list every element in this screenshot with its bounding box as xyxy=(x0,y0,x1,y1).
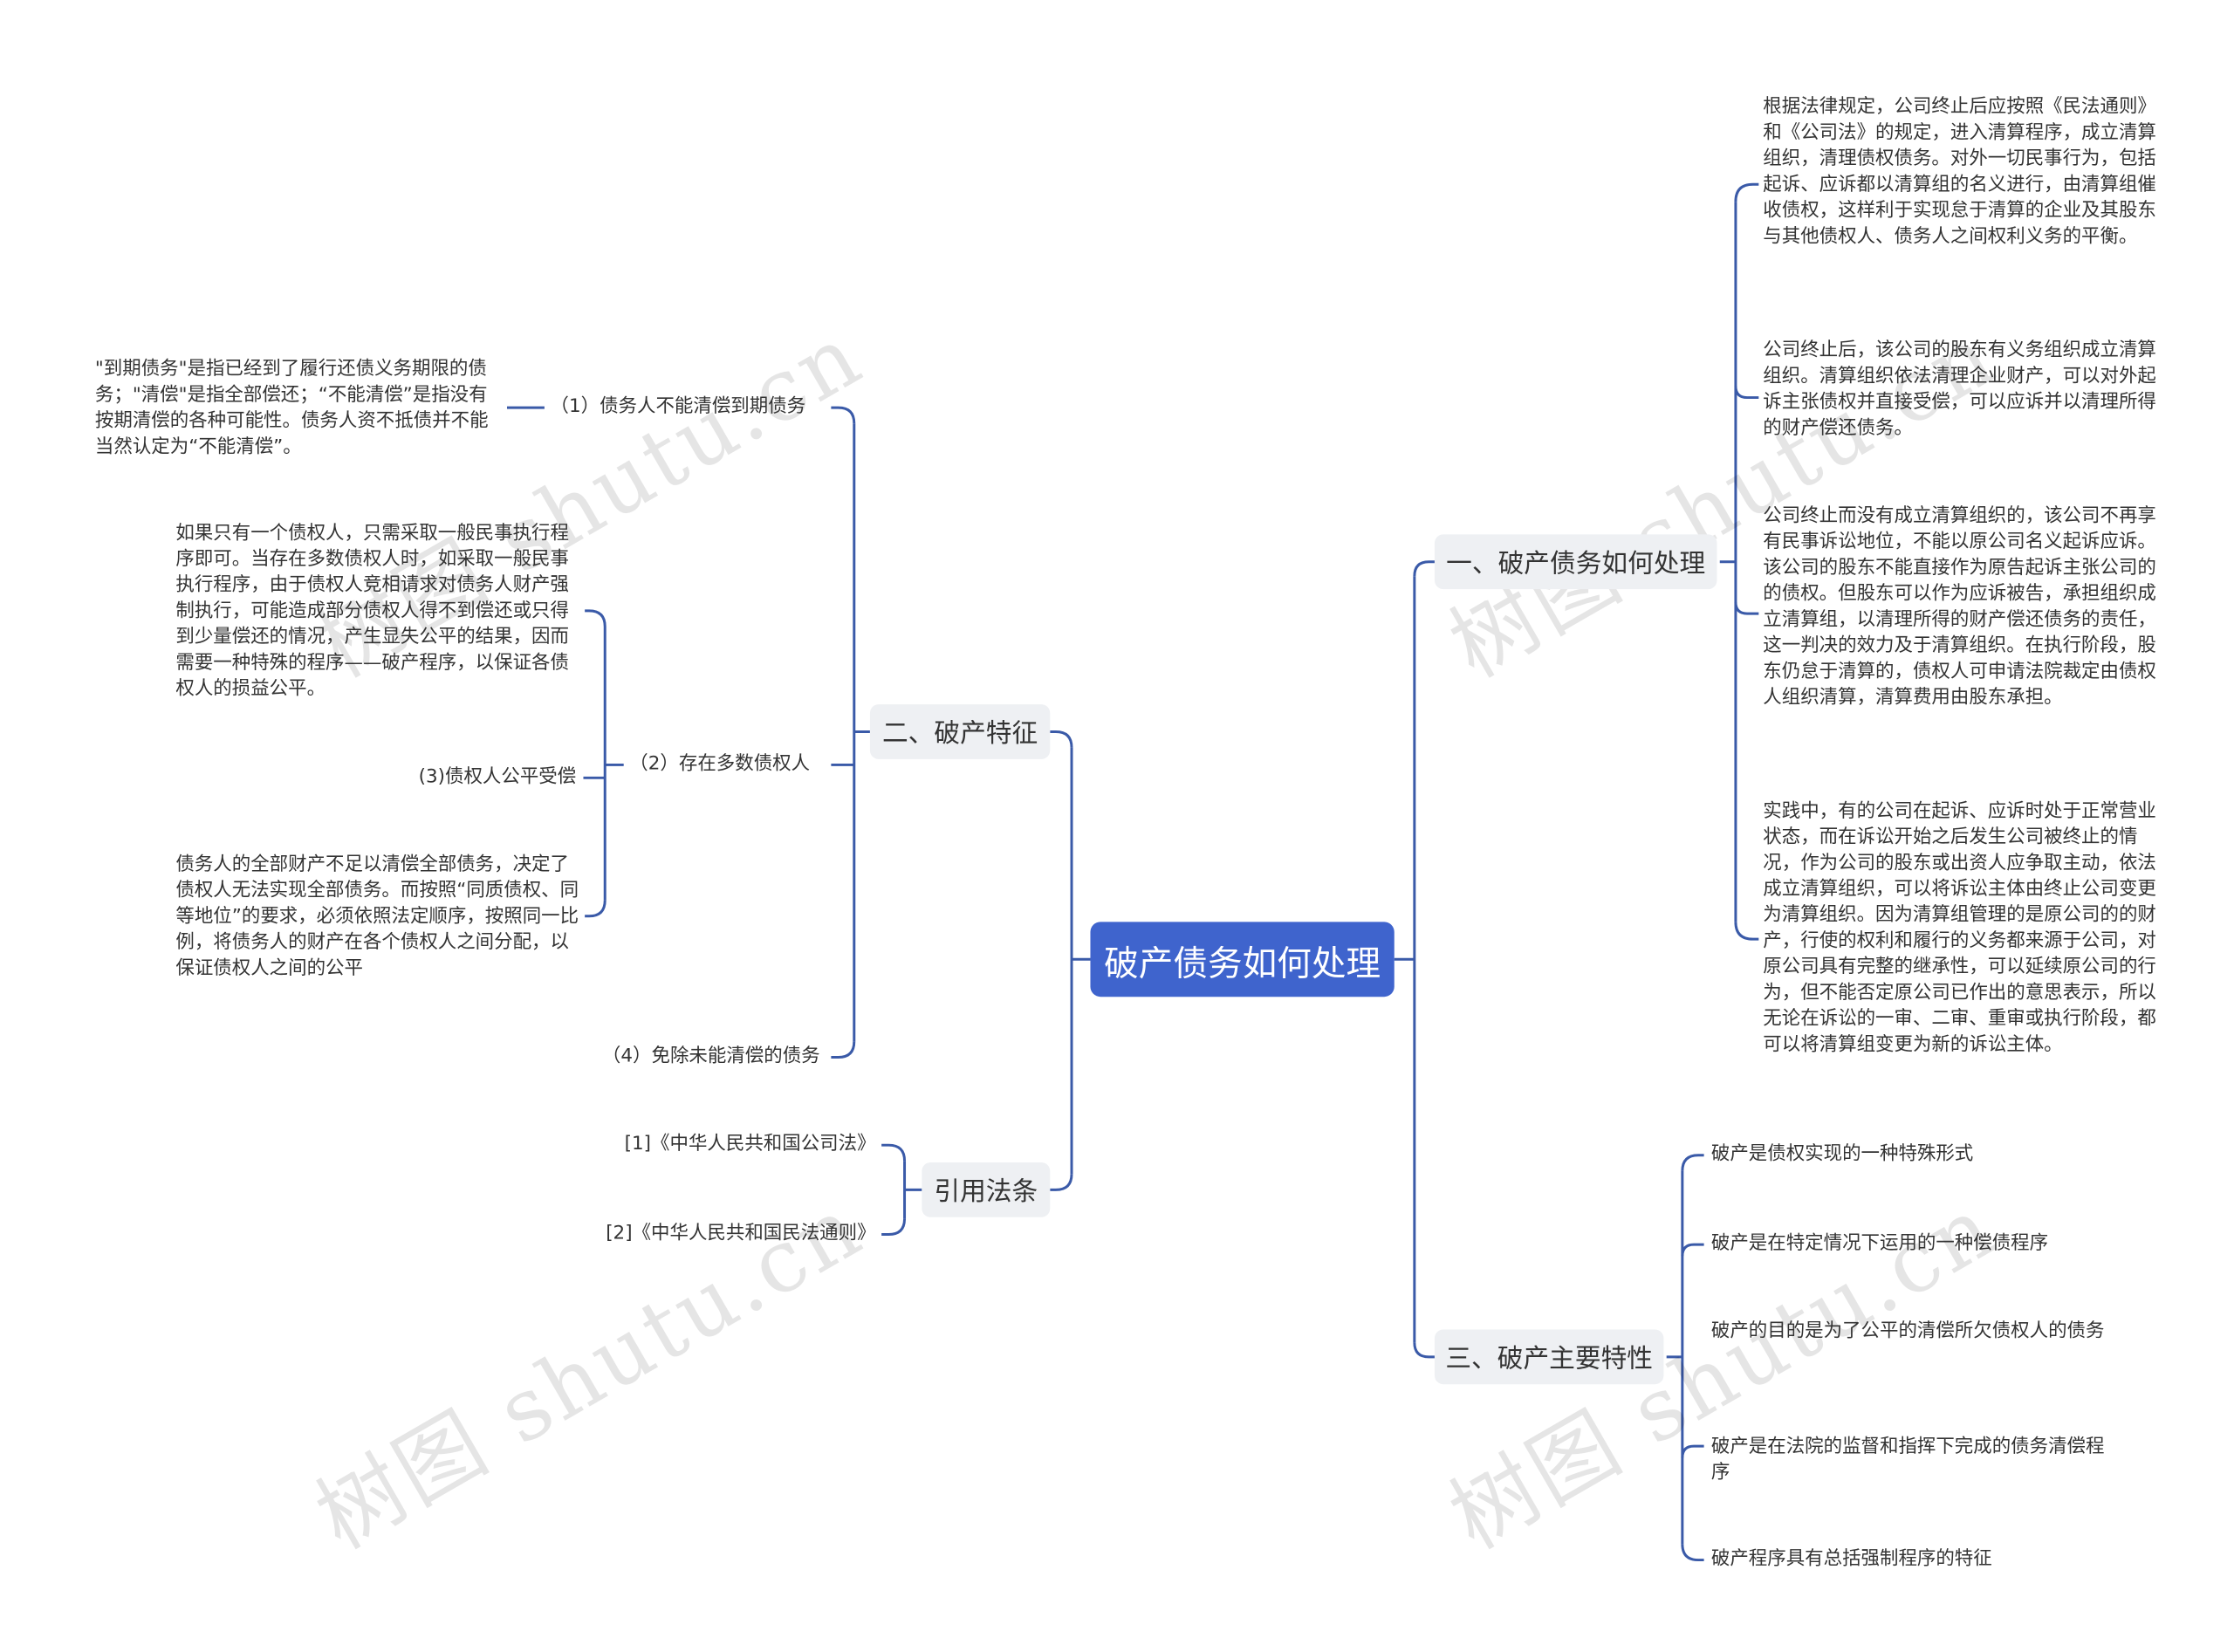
property-item: 破产程序具有总括强制程序的特征 xyxy=(1710,1548,1992,1571)
property-item: 破产是在法院的监督和指挥下完成的债务清偿程序 xyxy=(1710,1436,2105,1484)
branch-citations[interactable]: 引用法条 xyxy=(922,1162,1051,1217)
handling-detail-1: 根据法律规定，公司终止后应按照《民法通则》和《公司法》的规定，进入清算程序，成立… xyxy=(1763,96,2156,248)
central-topic[interactable]: 破产债务如何处理 xyxy=(1090,922,1395,997)
feature-2-label[interactable]: （2）存在多数债权人 xyxy=(629,753,811,776)
feature-2-note: 如果只有一个债权人，只需采取一般民事执行程序即可。当存在多数债权人时，如采取一般… xyxy=(175,523,569,701)
property-item: 破产是在特定情况下运用的一种偿债程序 xyxy=(1710,1232,2049,1255)
feature-1-note: "到期债务"是指已经到了履行还债义务期限的债务；"清偿"是指全部偿还；“不能清偿… xyxy=(94,358,489,458)
handling-detail-2: 公司终止后，该公司的股东有义务组织成立清算组织。清算组织依法清理企业财产，可以对… xyxy=(1763,339,2156,440)
citation-item: [2]《中华人民共和国民法通则》 xyxy=(606,1223,876,1245)
branch-features[interactable]: 二、破产特征 xyxy=(869,704,1051,759)
branch-handling[interactable]: 一、破产债务如何处理 xyxy=(1434,534,1717,590)
feature-1-label[interactable]: （1）债务人不能清偿到期债务 xyxy=(550,395,806,418)
property-item: 破产的目的是为了公平的清偿所欠债权人的债务 xyxy=(1710,1320,2105,1343)
feature-3-note: 债务人的全部财产不足以清偿全部债务，决定了债权人无法实现全部债务。而按照“同质债… xyxy=(175,853,579,980)
feature-4-label[interactable]: （4）免除未能清偿的债务 xyxy=(601,1045,820,1068)
handling-detail-4: 实践中，有的公司在起诉、应诉时处于正常营业状态，而在诉讼开始之后发生公司被终止的… xyxy=(1763,800,2156,1056)
branch-main-properties[interactable]: 三、破产主要特性 xyxy=(1434,1329,1664,1385)
handling-detail-3: 公司终止而没有成立清算组织的，该公司不再享有民事诉讼地位，不能以原公司名义起诉应… xyxy=(1763,505,2156,709)
property-item: 破产是债权实现的一种特殊形式 xyxy=(1710,1143,1974,1166)
feature-3-label[interactable]: (3)债权人公平受偿 xyxy=(418,766,577,788)
citation-item: [1]《中华人民共和国公司法》 xyxy=(624,1133,876,1155)
